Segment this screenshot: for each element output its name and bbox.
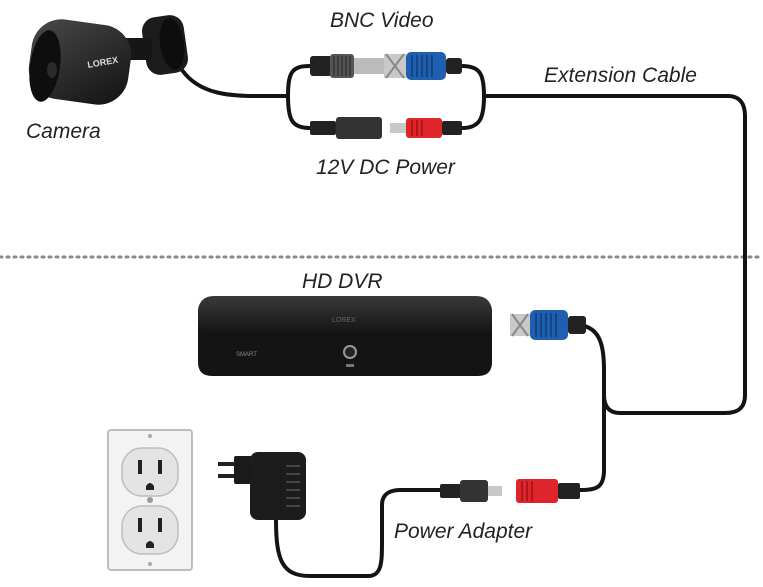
wall-outlet-icon xyxy=(107,429,193,571)
extension-cable-label: Extension Cable xyxy=(544,64,697,87)
dc-power-label: 12V DC Power xyxy=(316,156,456,179)
hd-dvr-label: HD DVR xyxy=(302,270,383,293)
power-adapter-label: Power Adapter xyxy=(394,520,533,543)
bottom-cables xyxy=(274,324,606,578)
dvr-brand: LOREX xyxy=(332,317,356,324)
adapter-dc-connector-icon xyxy=(440,479,580,503)
camera-icon: LOREX xyxy=(28,15,189,105)
bnc-connector-icon xyxy=(310,52,462,80)
top-cables xyxy=(180,64,747,415)
dvr-icon: LOREX SMART xyxy=(198,296,492,376)
power-adapter-icon xyxy=(218,452,306,520)
dvr-bnc-connector-icon xyxy=(510,310,586,340)
dc-connector-icon xyxy=(310,117,462,139)
bnc-video-label: BNC Video xyxy=(330,9,434,32)
dvr-badge: SMART xyxy=(236,352,257,358)
camera-label: Camera xyxy=(26,120,101,143)
